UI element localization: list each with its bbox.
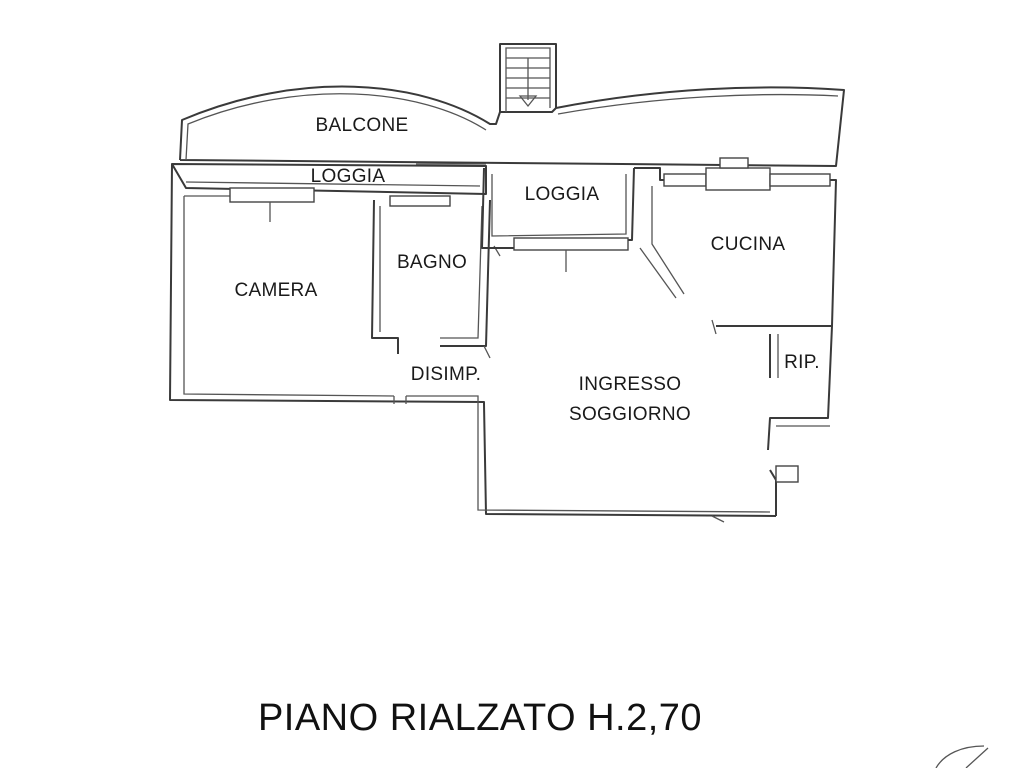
room-label-loggia-left: LOGGIA xyxy=(311,166,386,187)
loggia-left-walls xyxy=(171,163,487,195)
room-label-disimpegno: DISIMP. xyxy=(411,364,481,385)
room-label-bagno: BAGNO xyxy=(397,252,467,273)
bedroom-walls xyxy=(169,163,777,517)
room-label-camera: CAMERA xyxy=(234,280,317,301)
floor-title: PIANO RIALZATO H.2,70 xyxy=(258,697,702,739)
loggia-center-walls xyxy=(481,167,635,272)
staircase xyxy=(499,43,557,112)
kitchen-walls xyxy=(634,157,837,335)
door-marks xyxy=(393,396,725,523)
room-label-balcone: BALCONE xyxy=(316,115,409,136)
room-label-ingresso: INGRESSO xyxy=(579,374,682,395)
room-label-cucina: CUCINA xyxy=(711,234,786,255)
room-label-loggia-center: LOGGIA xyxy=(525,184,600,205)
storage-walls xyxy=(767,325,833,516)
compass-icon xyxy=(935,745,989,768)
room-label-ripostiglio: RIP. xyxy=(784,352,820,373)
room-label-soggiorno: SOGGIORNO xyxy=(569,404,691,425)
